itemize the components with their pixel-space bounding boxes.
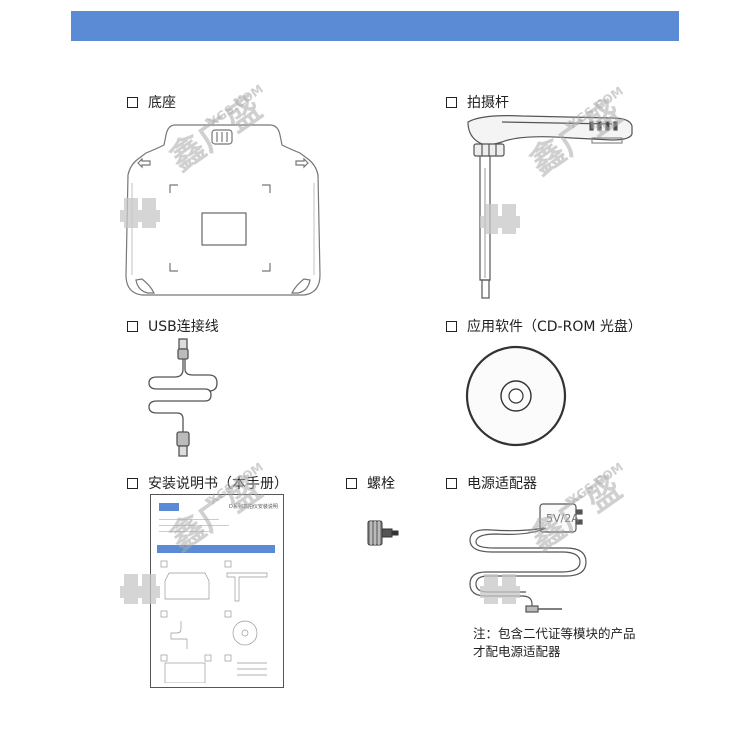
- manual-section-bar: [157, 545, 275, 553]
- adapter-rating-text: 5V/2A: [546, 512, 579, 525]
- item-label-software-cd: 应用软件（CD-ROM 光盘）: [446, 316, 642, 336]
- manual-illustration: D系列高拍仪安装说明: [150, 494, 284, 688]
- checkbox-icon: [446, 477, 457, 489]
- checkbox-icon: [446, 320, 457, 332]
- checkbox-icon: [346, 477, 357, 489]
- item-label-base: 底座: [127, 92, 176, 112]
- usb-cable-illustration: [148, 338, 218, 457]
- note-line-1: 注：包含二代证等模块的产品: [473, 626, 636, 641]
- adapter-note: 注：包含二代证等模块的产品 才配电源适配器: [473, 625, 636, 661]
- checkbox-icon: [127, 477, 138, 489]
- camera-arm-illustration: [467, 115, 633, 299]
- checkbox-icon: [127, 320, 138, 332]
- manual-logo-icon: [159, 503, 179, 511]
- checkbox-icon: [446, 96, 457, 108]
- item-label-bolt: 螺栓: [346, 473, 395, 493]
- item-label-power-adapter: 电源适配器: [446, 473, 537, 493]
- cd-rom-illustration: [465, 345, 567, 447]
- bolt-illustration: [367, 520, 399, 546]
- manual-title: D系列高拍仪安装说明: [229, 504, 278, 510]
- item-label-manual: 安装说明书（本手册）: [127, 473, 288, 493]
- power-adapter-illustration: 5V/2A: [469, 503, 587, 613]
- note-line-2: 才配电源适配器: [473, 644, 561, 659]
- base-illustration: [125, 124, 321, 296]
- header-banner: [71, 11, 679, 41]
- checkbox-icon: [127, 96, 138, 108]
- item-label-usb-cable: USB连接线: [127, 316, 219, 336]
- manual-page-thumbnails: [160, 560, 268, 683]
- item-label-camera-arm: 拍摄杆: [446, 92, 509, 112]
